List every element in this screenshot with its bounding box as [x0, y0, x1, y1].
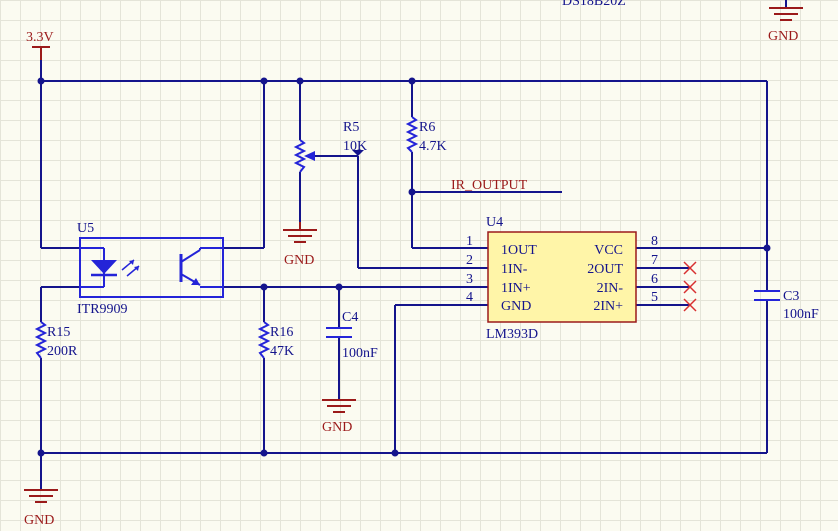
c3-capacitor: C3 100nF — [754, 289, 819, 322]
c4-value: 100nF — [342, 346, 378, 361]
junction-dot — [37, 449, 45, 457]
c4-capacitor: C4 100nF — [326, 310, 378, 361]
r15-value: 200R — [47, 344, 78, 359]
u4-pin1-name: 1OUT — [501, 243, 537, 258]
u4-pin7-num: 7 — [651, 253, 658, 268]
r6-value: 4.7K — [419, 139, 447, 154]
r5-value: 10K — [343, 139, 367, 154]
u4-pin3-num: 3 — [466, 272, 473, 287]
gnd-label: GND — [284, 253, 314, 268]
u4-pin6-num: 6 — [651, 272, 658, 287]
gnd-label: GND — [24, 513, 54, 528]
r16-resistor: R16 47K — [257, 321, 294, 359]
junction-dot — [335, 283, 343, 291]
u4-pin2-name: 1IN- — [501, 262, 528, 277]
junction-dot — [260, 283, 268, 291]
u4-pin2-num: 2 — [466, 253, 473, 268]
u4-pin1-num: 1 — [466, 234, 473, 249]
r15-ref: R15 — [47, 325, 70, 340]
vcc-power-port: 3.3V — [26, 30, 54, 60]
wires — [40, 0, 787, 490]
u4-pin3-name: 1IN+ — [501, 281, 531, 296]
junction-dot — [260, 449, 268, 457]
u5-ref: U5 — [77, 221, 94, 236]
gnd-symbol-r5: GND — [283, 222, 317, 268]
u4-part: LM393D — [486, 327, 538, 342]
r6-ref: R6 — [419, 120, 435, 135]
junction-dot — [391, 449, 399, 457]
no-connect-pin5 — [683, 298, 697, 312]
c3-value: 100nF — [783, 307, 819, 322]
u4-comparator-ic: U4 LM393D 1 2 3 4 1OUT 1IN- 1IN+ GND VCC… — [466, 215, 658, 342]
c4-ref: C4 — [342, 310, 358, 325]
vcc-label: 3.3V — [26, 30, 54, 45]
u4-pin7-name: 2OUT — [587, 262, 623, 277]
u4-pin4-name: GND — [501, 299, 531, 314]
gnd-label: GND — [322, 420, 352, 435]
junctions — [37, 77, 771, 457]
gnd-label: GND — [768, 29, 798, 44]
junction-dot — [408, 188, 416, 196]
r6-resistor: R6 4.7K — [405, 116, 447, 154]
u5-optosensor: U5 ITR9909 — [77, 221, 224, 317]
u4-ref: U4 — [486, 215, 503, 230]
u4-pin8-name: VCC — [594, 243, 623, 258]
junction-dot — [296, 77, 304, 85]
r16-value: 47K — [270, 344, 294, 359]
u4-pin5-name: 2IN+ — [593, 299, 623, 314]
partial-part-label: DS18B20Z — [562, 0, 626, 9]
r15-resistor: R15 200R — [34, 321, 78, 359]
ir-output-net-label: IR_OUTPUT — [451, 178, 528, 193]
r5-potentiometer: R5 10K — [293, 120, 367, 173]
r16-ref: R16 — [270, 325, 293, 340]
u4-pin6-name: 2IN- — [597, 281, 624, 296]
c3-ref: C3 — [783, 289, 799, 304]
junction-dot — [37, 77, 45, 85]
u4-pin5-num: 5 — [651, 290, 658, 305]
junction-dot — [260, 77, 268, 85]
no-connect-pin7 — [683, 261, 697, 275]
gnd-symbol-c4: GND — [322, 399, 356, 435]
gnd-symbol-bottom: GND — [24, 489, 58, 528]
u4-pin4-num: 4 — [466, 290, 473, 305]
gnd-symbol-topright: GND — [768, 7, 803, 44]
no-connect-markers — [683, 261, 697, 312]
u4-pin8-num: 8 — [651, 234, 658, 249]
junction-dot — [408, 77, 416, 85]
junction-dot — [763, 244, 771, 252]
r5-ref: R5 — [343, 120, 359, 135]
no-connect-pin6 — [683, 280, 697, 294]
u5-part: ITR9909 — [77, 302, 128, 317]
